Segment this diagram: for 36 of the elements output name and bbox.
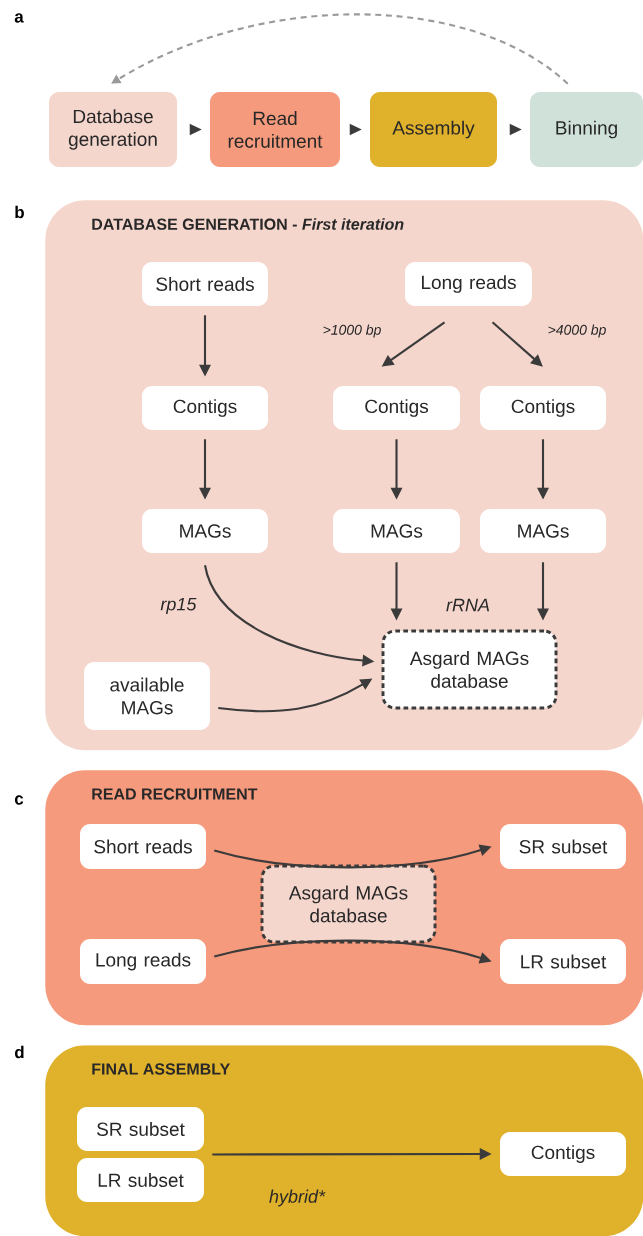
arrow	[509, 123, 522, 136]
panel-letter: d	[14, 1045, 24, 1059]
process-box: Contigs	[480, 386, 606, 430]
edge-label: >4000 bp	[548, 324, 606, 338]
edge-label: rp15	[160, 597, 197, 615]
process-box: Contigs	[500, 1132, 626, 1176]
step-box: Database generation	[49, 92, 177, 167]
panel-letter: c	[14, 795, 24, 805]
panel-letter: b	[15, 205, 24, 219]
arrow	[189, 123, 202, 136]
edge-label: hybrid*	[269, 1189, 326, 1207]
arrow	[111, 13, 569, 85]
process-box: available MAGs	[84, 662, 210, 730]
process-box: Long reads	[405, 262, 532, 306]
process-box: Contigs	[142, 386, 268, 430]
panel-letter: a	[14, 13, 24, 23]
process-box: LR subset	[77, 1158, 204, 1202]
step-box: Assembly	[370, 92, 497, 167]
step-box: Read recruitment	[210, 92, 340, 167]
edge-label: >1000 bp	[323, 324, 381, 338]
process-box: SR subset	[500, 824, 626, 869]
database-box: Asgard MAGs database	[260, 864, 437, 944]
process-box: LR subset	[500, 939, 626, 984]
step-box: Binning	[530, 92, 643, 167]
process-box: Short reads	[142, 262, 268, 306]
process-box: MAGs	[142, 509, 268, 553]
process-box: Long reads	[80, 939, 206, 984]
edge-label: rRNA	[446, 598, 490, 612]
process-box: SR subset	[77, 1107, 204, 1151]
process-box: Contigs	[333, 386, 460, 430]
process-box: MAGs	[480, 509, 606, 553]
database-box: Asgard MAGs database	[381, 629, 558, 710]
arrow	[491, 321, 543, 367]
process-box: MAGs	[333, 509, 460, 553]
process-box: Short reads	[80, 824, 206, 869]
arrow	[349, 123, 362, 136]
